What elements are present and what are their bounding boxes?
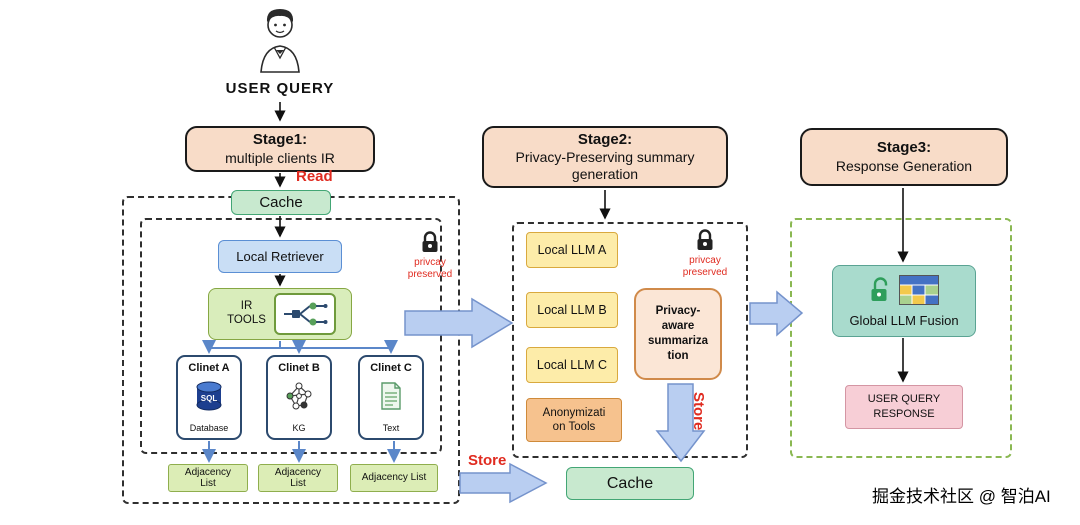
user-person-icon <box>248 6 312 74</box>
local-retriever-label: Local Retriever <box>236 249 324 264</box>
text-document-icon <box>379 381 403 416</box>
table-grid-icon <box>898 274 940 310</box>
svg-text:SQL: SQL <box>201 394 218 403</box>
unlock-icon <box>869 276 891 309</box>
stage2-privacy-note: privcay preserved <box>672 255 738 279</box>
summarization-line: aware <box>661 320 695 333</box>
client-a-title: Clinet A <box>188 362 230 374</box>
ir-tools-box: IR TOOLS <box>208 288 352 340</box>
client-a-box: Clinet A SQL Database <box>176 355 242 440</box>
ir-tools-circuit-icon <box>273 293 336 335</box>
sql-database-icon: SQL <box>195 380 223 417</box>
stage1-cache-label: Cache <box>259 194 303 211</box>
client-b-type: KG <box>292 423 306 433</box>
user-query-response-box: USER QUERY RESPONSE <box>845 385 963 429</box>
anonymization-tools-box: Anonymizati on Tools <box>526 398 622 442</box>
stage2-cache-box: Cache <box>566 467 694 500</box>
privacy-note-line: preserved <box>407 269 453 280</box>
summarization-line: tion <box>667 349 689 362</box>
stage1-cache-box: Cache <box>231 190 331 215</box>
client-b-box: Clinet B KG <box>266 355 332 440</box>
flow-arrow-adjacency-to-cache <box>459 462 548 504</box>
global-llm-fusion-label: Global LLM Fusion <box>849 312 959 328</box>
ir-tools-label: IR TOOLS <box>227 300 266 326</box>
store-label-vertical: Store <box>690 392 707 431</box>
store-label-bottom: Store <box>468 452 507 469</box>
anonymization-line: on Tools <box>552 421 596 433</box>
privacy-note-line: preserved <box>682 267 728 278</box>
client-c-box: Clinet C Text <box>358 355 424 440</box>
summarization-line: Privacy- <box>655 305 701 318</box>
client-c-title: Clinet C <box>370 362 412 374</box>
response-line: USER QUERY <box>867 393 941 406</box>
client-c-type: Text <box>382 423 400 433</box>
client-a-type: Database <box>189 423 229 433</box>
local-llm-b-box: Local LLM B <box>526 292 618 328</box>
stage2-subtitle: Privacy-Preserving summary generation <box>515 149 695 183</box>
local-llm-a-box: Local LLM A <box>526 232 618 268</box>
summarization-line: summariza <box>647 335 709 347</box>
stage3-region <box>790 218 1012 458</box>
adjacency-list-2: Adjacency List <box>258 464 338 492</box>
local-retriever-box: Local Retriever <box>218 240 342 273</box>
anonymization-line: Anonymizati <box>542 406 606 419</box>
privacy-aware-summarization-box: Privacy- aware summariza tion <box>634 288 722 380</box>
lock-icon <box>420 230 440 254</box>
lock-icon <box>695 228 715 252</box>
user-query-label: USER QUERY <box>225 80 335 97</box>
stage3-subtitle: Response Generation <box>835 157 973 174</box>
privacy-note-line: privcay <box>414 257 446 268</box>
stage2-title: Stage2: <box>577 130 633 148</box>
stage1-title: Stage1: <box>252 131 308 149</box>
client-b-title: Clinet B <box>278 362 320 374</box>
read-label: Read <box>296 168 333 185</box>
watermark-text: 掘金技术社区 @ 智泊AI <box>872 487 1051 506</box>
stage1-header: Stage1: multiple clients IR <box>185 126 375 172</box>
global-llm-fusion-box: Global LLM Fusion <box>832 265 976 337</box>
stage1-privacy-note: privcay preserved <box>398 257 462 281</box>
stage2-header: Stage2: Privacy-Preserving summary gener… <box>482 126 728 188</box>
adjacency-list-1: Adjacency List <box>168 464 248 492</box>
stage1-subtitle: multiple clients IR <box>225 149 335 166</box>
kg-graph-icon <box>283 381 315 416</box>
stage2-cache-label: Cache <box>606 474 654 492</box>
response-line: RESPONSE <box>873 408 935 420</box>
local-llm-c-box: Local LLM C <box>526 347 618 383</box>
privacy-note-line: privcay <box>689 255 721 266</box>
stage3-header: Stage3: Response Generation <box>800 128 1008 186</box>
stage3-title: Stage3: <box>876 139 932 157</box>
adjacency-list-3: Adjacency List <box>350 464 438 492</box>
